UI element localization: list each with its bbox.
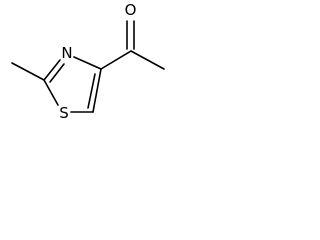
bond-methyl-c2: [11, 62, 45, 81]
bond-c2-n-outer: [43, 59, 61, 81]
atom-nitrogen: N: [61, 44, 72, 62]
bond-s-c2: [43, 79, 59, 106]
bond-c4-c5-inner: [87, 73, 96, 109]
molecule-structure: O N S: [11, 1, 165, 122]
nitrogen-label: N: [61, 44, 72, 62]
atom-oxygen: O: [125, 1, 137, 19]
bond-c4-carbonyl: [100, 50, 132, 70]
bond-c4-c5-outer: [92, 68, 102, 113]
sulfur-label: S: [59, 104, 69, 122]
bond-c2-n-inner: [49, 63, 65, 83]
atom-sulfur: S: [59, 104, 69, 122]
bond-carbonyl-methyl: [130, 50, 165, 70]
oxygen-label: O: [125, 1, 137, 19]
bond-n-c4: [73, 56, 102, 70]
